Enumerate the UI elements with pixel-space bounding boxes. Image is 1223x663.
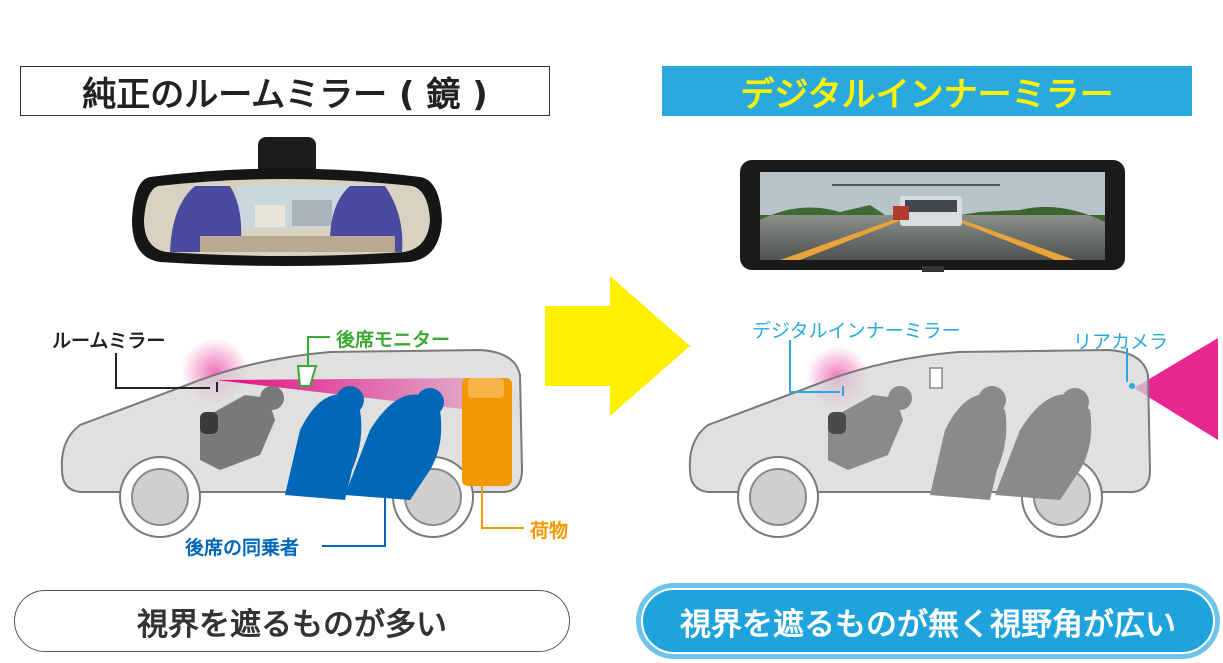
digital-mirror-image — [740, 160, 1125, 272]
left-car — [60, 338, 524, 538]
label-rear-monitor: 後席モニター — [336, 329, 451, 351]
right-caption: 視界を遮るものが無く視野角が広い — [641, 588, 1215, 654]
right-caption-frame: 視界を遮るものが無く視野角が広い — [636, 583, 1220, 659]
label-room-mirror: ルームミラー — [52, 330, 166, 352]
right-title: デジタルインナーミラー — [662, 66, 1192, 116]
comparison-arrow — [545, 276, 690, 416]
right-car — [688, 338, 1218, 538]
left-title: 純正のルームミラー ( 鏡 ) — [20, 66, 550, 116]
label-cargo: 荷物 — [530, 520, 569, 542]
label-rear-camera: リアカメラ — [1073, 331, 1169, 353]
left-caption: 視界を遮るものが多い — [14, 590, 570, 652]
label-rear-passengers: 後席の同乗者 — [185, 537, 300, 559]
left-leader-lines — [115, 336, 524, 547]
label-digital-inner-mirror: デジタルインナーミラー — [752, 320, 961, 342]
conventional-mirror-image — [132, 137, 442, 266]
right-leader-lines — [789, 340, 1128, 393]
